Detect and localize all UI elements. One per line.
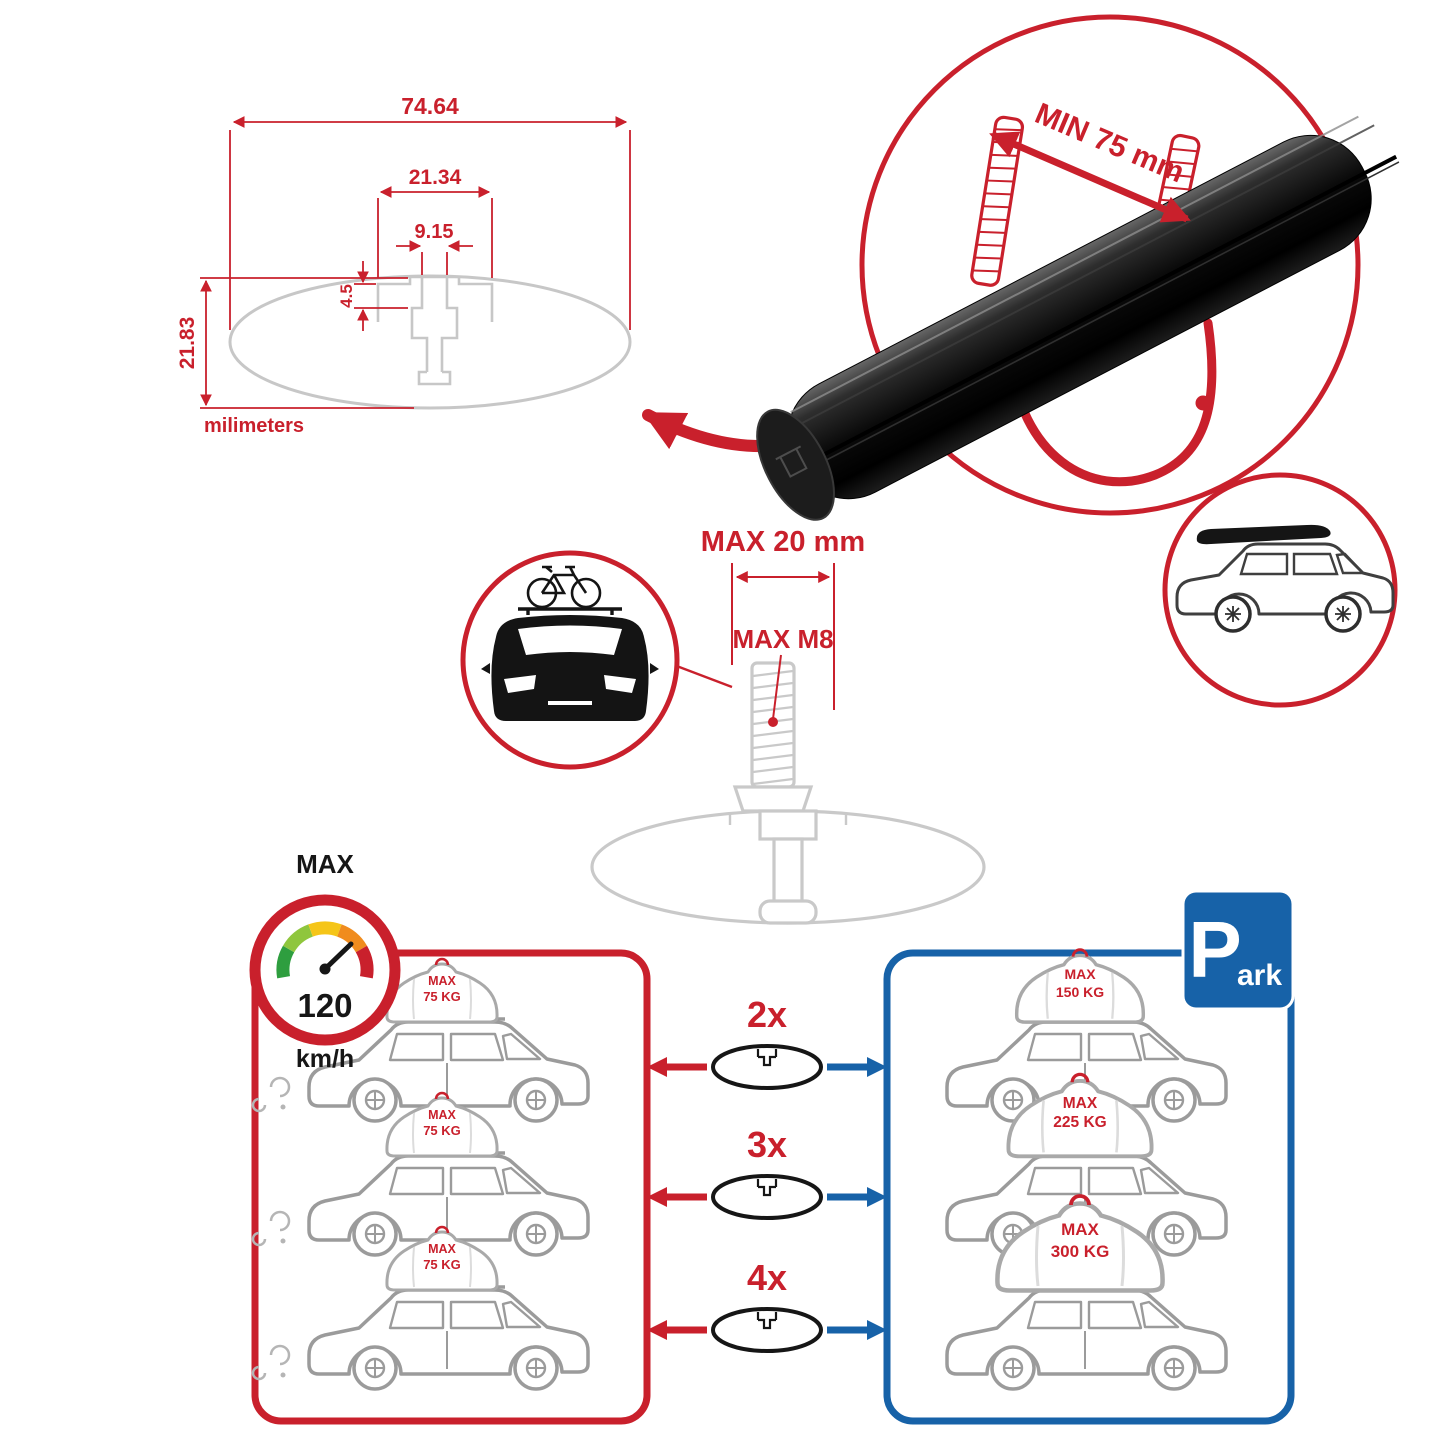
driving-car-row-1: MAX 75 KG <box>251 957 590 1123</box>
load-label: MAX <box>1061 1220 1099 1239</box>
dim-total-height <box>200 277 414 409</box>
crossbar-profile-outline <box>228 274 632 410</box>
load-value: 75 KG <box>423 1257 461 1272</box>
units-label: milimeters <box>204 415 304 437</box>
dim-max-bolt-length <box>731 563 835 710</box>
crossbar-section-icon <box>711 1307 823 1353</box>
bike-car-inset <box>460 550 680 770</box>
dim-total-width <box>229 116 631 330</box>
parked-car-row-1: MAX 150 KG <box>945 947 1228 1123</box>
driving-car-row-3: MAX 75 KG <box>251 1225 590 1391</box>
load-value: 300 KG <box>1051 1242 1110 1261</box>
speed-limit-gauge: MAX 120 km/h <box>249 849 401 1073</box>
u-bolt-loop <box>1005 318 1217 487</box>
max-thread-label: MAX M8 <box>732 624 833 654</box>
min-span-label: MIN 75 mm <box>1030 97 1189 189</box>
dim-lip-depth-label: 4.5 <box>337 284 356 308</box>
fixation-point-dot <box>1195 395 1211 411</box>
multiplier-row-1: 2x <box>647 994 887 1090</box>
dim-channel-inner <box>396 240 473 275</box>
load-label: MAX <box>428 974 456 988</box>
suv-with-roofbox-icon <box>1175 524 1395 633</box>
load-label: MAX <box>428 1108 456 1122</box>
parked-car-row-2: MAX 225 KG <box>945 1072 1228 1257</box>
multiplier-row-2: 3x <box>647 1124 887 1220</box>
dim-channel-outer <box>377 186 493 278</box>
crossbar-section-icon <box>711 1174 823 1220</box>
crossbar-section-icon <box>711 1044 823 1090</box>
dim-total-width-label: 74.64 <box>401 93 459 119</box>
crossbar-3d-detail: MIN 75 mm <box>756 14 1400 708</box>
speed-value: 120 <box>297 987 352 1024</box>
load-label: MAX <box>428 1242 456 1256</box>
multiplier-label: 3x <box>747 1124 787 1165</box>
magnifier-circle <box>859 14 1361 516</box>
bar-end-cap <box>756 408 835 521</box>
gauge-arc <box>276 921 374 979</box>
dim-channel-outer-label: 21.34 <box>409 166 462 189</box>
multiplier-label: 4x <box>747 1257 787 1298</box>
park-sign-letter: P <box>1188 905 1241 994</box>
aero-crossbar <box>756 115 1400 521</box>
gauge-needle <box>322 941 354 972</box>
thread-leader-dot <box>768 717 778 727</box>
load-label: MAX <box>1063 1095 1098 1112</box>
car-with-bike-icon <box>481 565 659 721</box>
bolt-spec-diagram: MAX 20 mm MAX M8 <box>460 526 986 925</box>
load-label: MAX <box>1064 966 1096 982</box>
speed-units: km/h <box>296 1045 354 1073</box>
dim-channel-inner-label: 9.15 <box>415 221 454 243</box>
roofbox-car-inset <box>1162 472 1398 708</box>
load-value: 75 KG <box>423 1123 461 1138</box>
multiplier-label: 2x <box>747 994 787 1035</box>
park-sign-suffix: ark <box>1237 959 1282 992</box>
min-span-arrow-icon <box>989 131 1191 223</box>
load-value: 225 KG <box>1053 1114 1106 1131</box>
parked-car-row-3: MAX 300 KG <box>945 1196 1228 1391</box>
max-bolt-length-label: MAX 20 mm <box>701 526 865 558</box>
park-sign: P ark <box>1181 889 1295 1011</box>
load-value: 150 KG <box>1056 984 1104 1000</box>
badge-connector-line <box>673 663 733 689</box>
dim-total-height-label: 21.83 <box>176 317 199 370</box>
driving-car-row-2: MAX 75 KG <box>251 1091 590 1257</box>
profile-dimension-diagram: 74.64 21.34 9.15 4.5 2 <box>176 93 632 437</box>
load-capacity-comparison: P ark MAX 75 KG MAX 75 KG MAX 75 KG <box>251 889 1295 1425</box>
gauge-title: MAX <box>296 849 354 879</box>
thread-leader-line <box>772 654 782 720</box>
load-value: 75 KG <box>423 989 461 1004</box>
multiplier-row-3: 4x <box>647 1257 887 1353</box>
